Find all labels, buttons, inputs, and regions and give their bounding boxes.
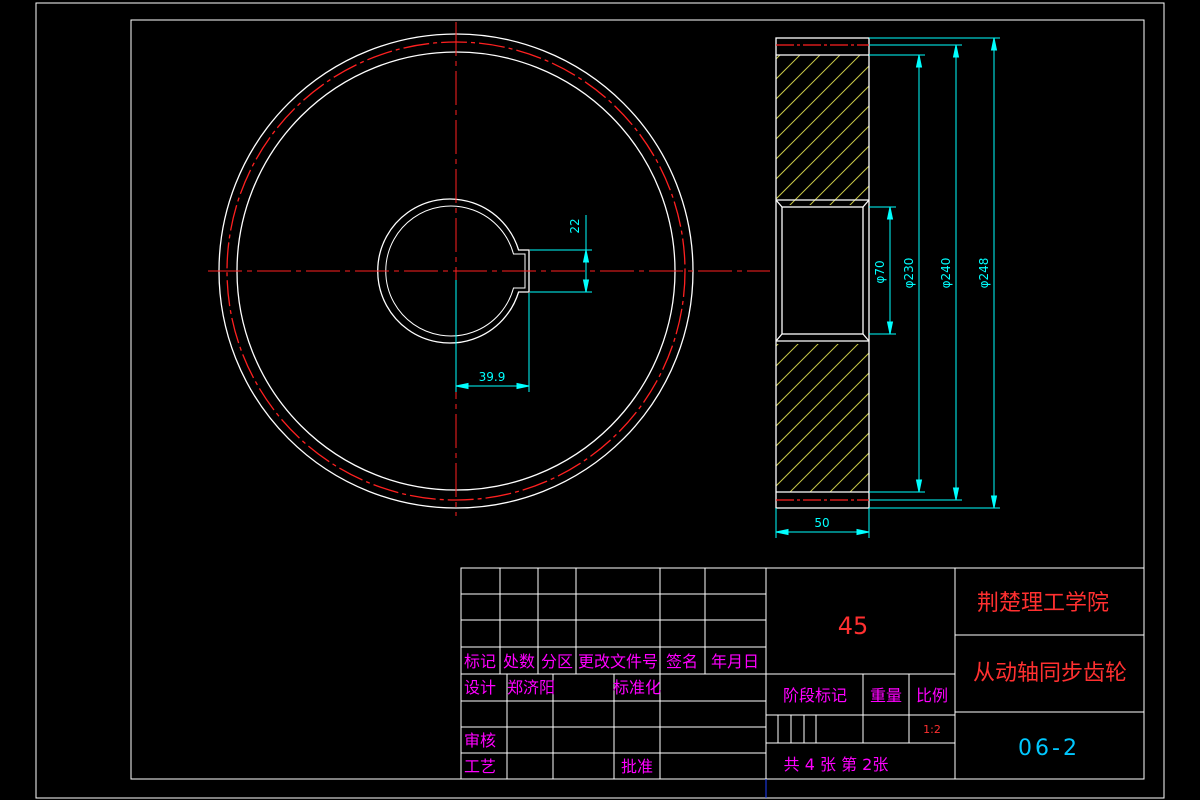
approve-label: 批准 — [621, 757, 653, 776]
part-name: 从动轴同步齿轮 — [973, 661, 1127, 686]
header-mark: 标记 — [464, 652, 496, 671]
front-view — [208, 22, 770, 516]
sheet-info: 共 4 张 第 2张 — [784, 755, 889, 774]
header-signature: 签名 — [666, 652, 698, 671]
stage-label: 阶段标记 — [783, 686, 847, 705]
title-block-grid — [460, 567, 1145, 780]
review-label: 审核 — [464, 731, 496, 750]
outer-sheet-border — [35, 2, 1165, 799]
dim-keyway-width: 22 — [568, 218, 582, 233]
material-value: 45 — [838, 612, 869, 640]
weight-label: 重量 — [870, 686, 902, 705]
standardize-label: 标准化 — [613, 678, 661, 697]
dim-outer-dia: φ248 — [977, 258, 991, 289]
dim-keyway-depth: 39.9 — [479, 370, 506, 384]
header-count: 处数 — [503, 652, 535, 671]
section-hatch-top — [776, 55, 869, 205]
dim-bore-dia: φ70 — [873, 260, 887, 283]
design-label: 设计 — [464, 678, 496, 697]
bore-with-keyway — [377, 198, 530, 344]
school-name: 荆楚理工学院 — [977, 591, 1109, 616]
section-dimensions — [775, 37, 1000, 538]
header-zone: 分区 — [541, 652, 573, 671]
scale-label: 比例 — [916, 686, 948, 705]
bore-inner-edge — [385, 205, 526, 337]
dim-root-dia: φ230 — [902, 258, 916, 289]
designer-name: 郑济阳 — [507, 678, 555, 697]
scale-value: 1:2 — [923, 723, 941, 736]
section-view — [775, 37, 870, 509]
dim-face-width: 50 — [814, 516, 829, 530]
front-dimensions — [455, 215, 592, 392]
process-label: 工艺 — [464, 757, 496, 776]
drawing-number: 06-2 — [1018, 736, 1080, 761]
title-block-text: 标记 处数 分区 更改文件号 签名 年月日 设计 郑济阳 标准化 审核 工艺 批… — [464, 591, 1127, 776]
dim-mid-dia: φ240 — [939, 258, 953, 289]
header-change-doc: 更改文件号 — [578, 652, 658, 671]
section-hatch-bottom — [776, 344, 869, 492]
header-date: 年月日 — [711, 652, 759, 671]
